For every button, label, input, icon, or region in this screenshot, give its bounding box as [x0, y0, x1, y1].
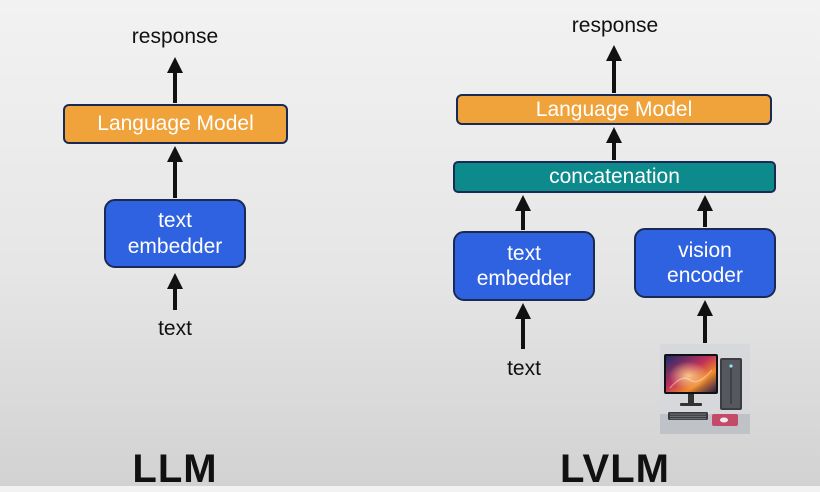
llm-response-label: response [131, 25, 219, 48]
lvlm-concatenation-label: concatenation [549, 165, 680, 189]
lvlm-text-embedder-label-line2: embedder [476, 267, 572, 290]
lvlm-text-embedder-box: text embedder [453, 231, 595, 301]
computer-image-icon [660, 344, 750, 434]
llm-arrow-to-text-embedder [167, 273, 183, 310]
lvlm-text-embedder-label-line1: text [507, 241, 541, 265]
llm-language-model-box: Language Model [63, 104, 288, 144]
lvlm-arrow-to-response [606, 45, 622, 93]
llm-input-text-label: text [158, 317, 192, 340]
lvlm-arrow-vision-to-concatenation [697, 195, 713, 227]
lvlm-arrow-to-text-embedder [515, 303, 531, 349]
llm-text-embedder-label-line2: embedder [127, 234, 223, 258]
lvlm-arrow-to-vision-encoder [697, 300, 713, 343]
lvlm-arrow-to-language-model [606, 127, 622, 160]
lvlm-language-model-label: Language Model [535, 97, 693, 121]
lvlm-response-label: response [571, 14, 659, 37]
lvlm-concatenation-box: concatenation [453, 161, 776, 193]
lvlm-input-text-label: text [507, 357, 541, 380]
lvlm-arrow-text-to-concatenation [515, 195, 531, 230]
lvlm-title: LVLM [560, 447, 670, 491]
lvlm-vision-encoder-label-line1: vision [678, 238, 732, 262]
lvlm-vision-encoder-box: vision encoder [634, 228, 776, 298]
lvlm-vision-encoder-label-line2: encoder [667, 264, 743, 287]
llm-arrow-to-response [167, 57, 183, 103]
llm-title: LLM [132, 447, 218, 491]
llm-arrow-to-language-model [167, 146, 183, 198]
llm-language-model-label: Language Model [97, 112, 254, 136]
llm-text-embedder-box: text embedder [104, 199, 246, 268]
lvlm-language-model-box: Language Model [456, 94, 772, 125]
llm-text-embedder-label-line1: text [158, 209, 192, 233]
